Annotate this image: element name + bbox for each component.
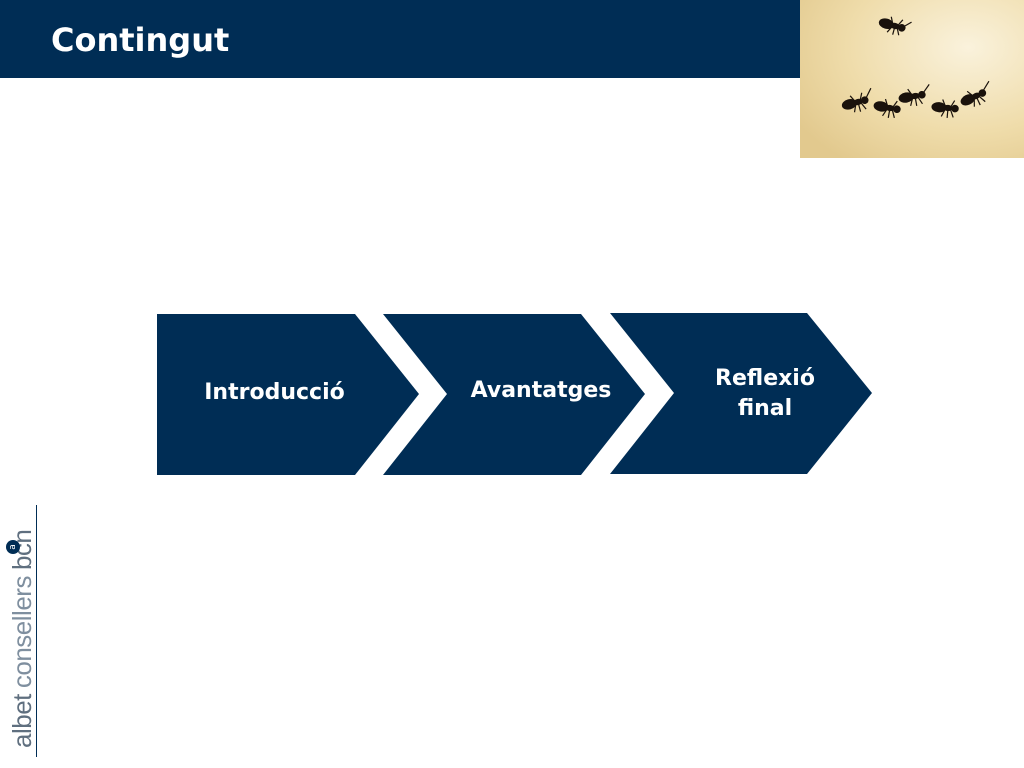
ant-6 [960, 80, 990, 107]
header-bar: Contingut [0, 0, 800, 78]
ant-2 [841, 87, 872, 113]
process-diagram: Introducció Avantatges Reflexió final [157, 313, 873, 477]
chevron-step-3 [610, 313, 872, 474]
ant-3 [873, 98, 901, 119]
chevron-step-1 [157, 314, 419, 475]
brand-mark-icon: a [6, 540, 20, 554]
brand-wordmark: albetconsellersbcn [7, 530, 37, 748]
chevron-step-2 [383, 314, 645, 475]
ant-4 [898, 84, 930, 107]
step-label-introduccio: Introducció [204, 380, 345, 405]
step-label-reflexio-final: Reflexió final [715, 366, 815, 421]
step-label-avantatges: Avantatges [470, 378, 612, 403]
brand-word-albet: albet [7, 694, 37, 748]
ants-image [800, 0, 1024, 158]
ants-photo [800, 0, 1024, 158]
ant-1 [878, 16, 912, 36]
page-title: Contingut [51, 21, 230, 59]
brand-logo: albetconsellersbcn a [0, 505, 48, 765]
process-chevrons [157, 313, 872, 475]
brand-divider [36, 505, 37, 757]
ant-5 [931, 99, 959, 119]
brand-word-consellers: consellers [7, 576, 37, 689]
